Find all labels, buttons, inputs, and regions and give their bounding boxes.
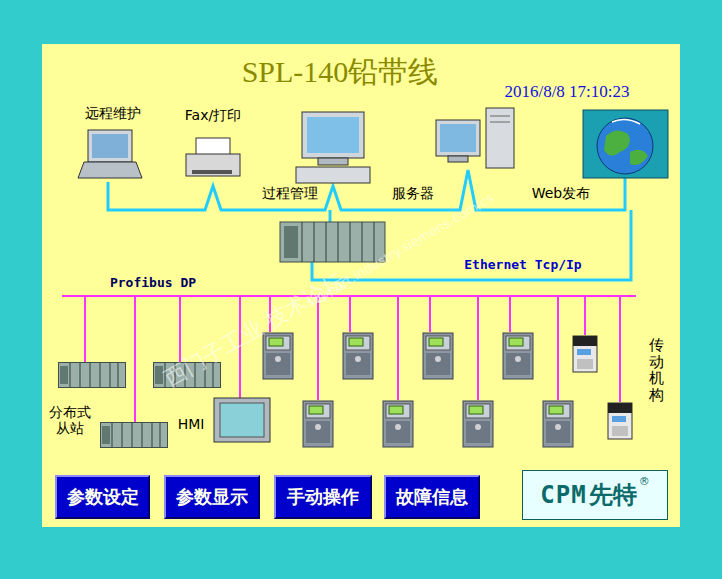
group-label: 分布式 从站: [47, 404, 93, 436]
svg-path: [78, 162, 142, 178]
menu-button: 故障信息: [384, 475, 480, 519]
button-text: 手动操作: [287, 485, 359, 509]
device-label-text: 过程管理: [262, 185, 318, 201]
drives: [263, 333, 632, 447]
svg-line: [350, 222, 351, 262]
device-label: 远程维护: [85, 105, 141, 123]
svg-g: [302, 222, 374, 262]
svg-rect: [220, 403, 264, 437]
svg-use: [543, 401, 573, 447]
server-icon: [436, 108, 514, 168]
svg-rect: [296, 167, 370, 183]
menu-button: 参数显示: [164, 475, 260, 519]
menu-button: 手动操作: [274, 475, 372, 519]
svg-use: [383, 401, 413, 447]
svg-line: [490, 116, 510, 117]
title: SPL-140铅带线: [242, 52, 439, 93]
svg-rect: [583, 110, 668, 178]
device-label-text: 服务器: [392, 185, 434, 201]
svg-path: [630, 150, 648, 165]
svg-rect: [302, 112, 364, 158]
svg-rect: [88, 130, 132, 162]
company-logo: CPM先特®: [522, 470, 668, 520]
svg-use: [59, 363, 126, 388]
svg-use: [343, 333, 373, 379]
svg-path: [612, 119, 640, 124]
device-label: Web发布: [532, 185, 591, 203]
button-text: 参数显示: [176, 485, 248, 509]
svg-line: [338, 222, 339, 262]
network-label: Ethernet Tcp/Ip: [462, 257, 583, 272]
pc-icon: [296, 112, 370, 183]
svg-rect: [318, 158, 348, 165]
svg-line: [397, 296, 399, 400]
logo-text: 先特: [589, 479, 637, 511]
svg-line: [477, 296, 479, 400]
device-label-text: HMI: [178, 416, 205, 432]
svg-rect: [280, 222, 385, 262]
button-text: 故障信息: [396, 485, 468, 509]
device-label: 服务器: [392, 185, 434, 203]
svg-line: [490, 122, 510, 123]
svg-rect: [192, 170, 232, 174]
date-time: 2016/8/8 17:10:23: [504, 82, 629, 102]
logo-text: ®: [639, 475, 650, 488]
svg-line: [349, 296, 351, 332]
plc-rack: [280, 222, 385, 262]
svg-line: [179, 296, 181, 362]
svg-line: [84, 296, 86, 362]
printer-icon: [186, 138, 240, 176]
menu-button: 参数设定: [55, 475, 150, 519]
svg-use: [608, 403, 632, 439]
svg-rect: [214, 398, 270, 442]
svg-use: [463, 401, 493, 447]
svg-line: [317, 296, 319, 400]
svg-line: [584, 296, 586, 335]
svg-line: [302, 222, 303, 262]
internet-globe: [583, 110, 668, 178]
device-label-text: Fax/打印: [185, 107, 241, 123]
device-label-text: Web发布: [532, 185, 591, 201]
svg-line: [509, 296, 511, 332]
svg-line: [362, 222, 363, 262]
device-label: Fax/打印: [185, 107, 241, 125]
svg-line: [429, 296, 431, 332]
svg-rect: [196, 138, 230, 156]
svg-use: [423, 333, 453, 379]
svg-rect: [284, 226, 298, 258]
button-text: 参数设定: [67, 485, 139, 509]
device-label: HMI: [178, 416, 205, 432]
group-label: 传动机构: [649, 337, 664, 403]
laptop-icon: [78, 130, 142, 178]
svg-rect: [92, 134, 128, 158]
svg-rect: [186, 154, 240, 176]
svg-line: [619, 296, 621, 402]
svg-line: [326, 222, 327, 262]
svg-line: [557, 296, 559, 400]
bus-label: Profibus DP: [110, 275, 196, 290]
svg-rect: [486, 108, 514, 168]
svg-use: [503, 333, 533, 379]
svg-use: [303, 401, 333, 447]
svg-rect: [440, 124, 476, 152]
svg-use: [101, 423, 168, 448]
logo-text: CPM: [540, 481, 586, 509]
svg-line: [314, 222, 315, 262]
svg-use: [573, 336, 597, 372]
svg-path: [329, 210, 332, 222]
svg-rect: [448, 156, 468, 162]
svg-path: [604, 130, 630, 155]
svg-circle: [597, 118, 653, 174]
device-label-text: 远程维护: [85, 105, 141, 121]
svg-line: [134, 296, 136, 422]
svg-rect: [307, 117, 359, 153]
hmi-panel: [214, 398, 270, 442]
device-label: 过程管理: [262, 185, 318, 203]
svg-rect: [436, 120, 480, 156]
